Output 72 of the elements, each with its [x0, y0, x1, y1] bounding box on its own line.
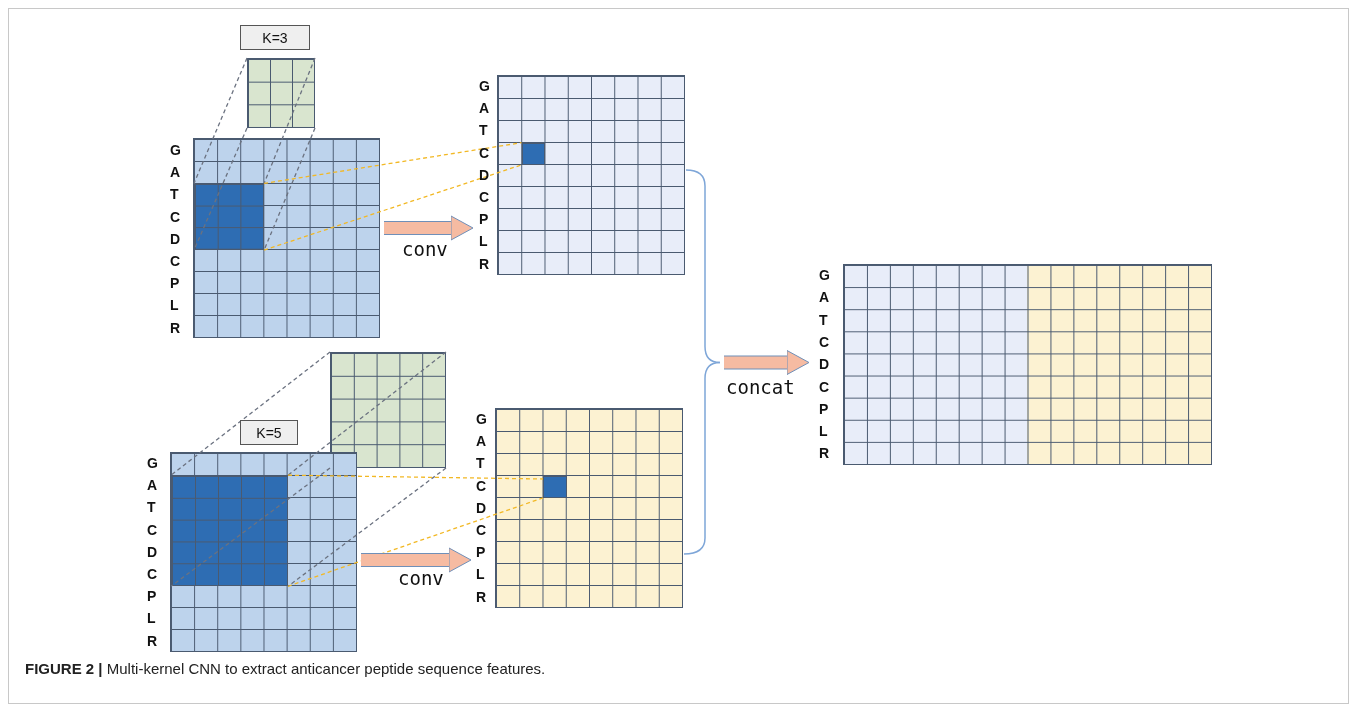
row-label: C	[170, 252, 181, 270]
row-label: L	[819, 422, 828, 441]
row-label: L	[170, 296, 179, 315]
row-label: C	[479, 188, 490, 206]
row-label: D	[476, 498, 487, 517]
kernel-grid	[247, 58, 315, 128]
row-label: T	[170, 185, 179, 204]
highlighted-region	[194, 183, 265, 251]
row-label: D	[819, 355, 830, 374]
row-label: C	[819, 332, 830, 351]
projection-line	[263, 164, 523, 251]
row-label: D	[170, 229, 181, 248]
kernel-size-label: K=3	[240, 25, 310, 50]
row-label: L	[479, 232, 488, 251]
row-label: G	[476, 410, 487, 428]
projection-line	[263, 127, 316, 251]
row-label: L	[476, 565, 485, 584]
highlighted-cell	[543, 475, 567, 498]
row-label: T	[819, 310, 828, 329]
row-label: G	[147, 454, 158, 472]
row-label: D	[479, 165, 490, 184]
row-label: A	[476, 432, 487, 451]
row-label: T	[479, 121, 488, 140]
row-label: P	[147, 587, 157, 606]
row-label: R	[147, 631, 158, 650]
row-label: P	[170, 274, 180, 293]
row-label: T	[147, 498, 156, 517]
row-label: D	[147, 542, 158, 561]
input-matrix-grid	[170, 452, 357, 652]
block-arrow	[384, 215, 474, 241]
row-label: T	[476, 454, 485, 473]
row-label: A	[479, 99, 490, 118]
highlighted-region	[171, 475, 288, 587]
row-label: R	[170, 318, 181, 337]
projection-line	[170, 467, 331, 587]
projection-line	[193, 57, 248, 185]
highlighted-cell	[521, 142, 545, 165]
kernel-size-label: K=5	[240, 420, 298, 445]
row-label: G	[819, 266, 830, 284]
row-label: C	[147, 565, 158, 583]
bracket-arrow	[683, 169, 810, 555]
projection-line	[287, 351, 447, 476]
row-label: R	[479, 254, 490, 273]
row-label: C	[476, 476, 487, 495]
row-label: C	[170, 207, 181, 226]
feature-map-grid	[495, 408, 683, 608]
row-label: P	[476, 543, 486, 562]
input-matrix-grid	[193, 138, 380, 338]
projection-line	[170, 351, 331, 476]
row-label: C	[147, 520, 158, 539]
row-label: R	[476, 587, 487, 606]
block-arrow	[361, 547, 472, 573]
row-label: P	[479, 210, 489, 229]
projection-line	[263, 57, 316, 185]
row-label: A	[147, 476, 158, 495]
row-label: L	[147, 609, 156, 628]
row-label: R	[819, 444, 830, 463]
row-label: C	[479, 143, 490, 162]
projection-line	[287, 474, 544, 480]
row-label: P	[819, 399, 829, 418]
row-label: G	[479, 77, 490, 95]
projection-line	[287, 497, 544, 587]
row-label: G	[170, 141, 181, 159]
projection-line	[263, 142, 523, 185]
row-label: A	[170, 163, 181, 182]
row-label: C	[476, 521, 487, 539]
row-label: C	[819, 377, 830, 396]
figure-caption: FIGURE 2 | Multi-kernel CNN to extract anticancer peptide sequence features.	[25, 660, 546, 677]
feature-map-grid	[497, 75, 685, 275]
concatenated-feature-grid	[843, 264, 1212, 465]
row-label: A	[819, 288, 830, 307]
kernel-grid	[330, 352, 446, 468]
